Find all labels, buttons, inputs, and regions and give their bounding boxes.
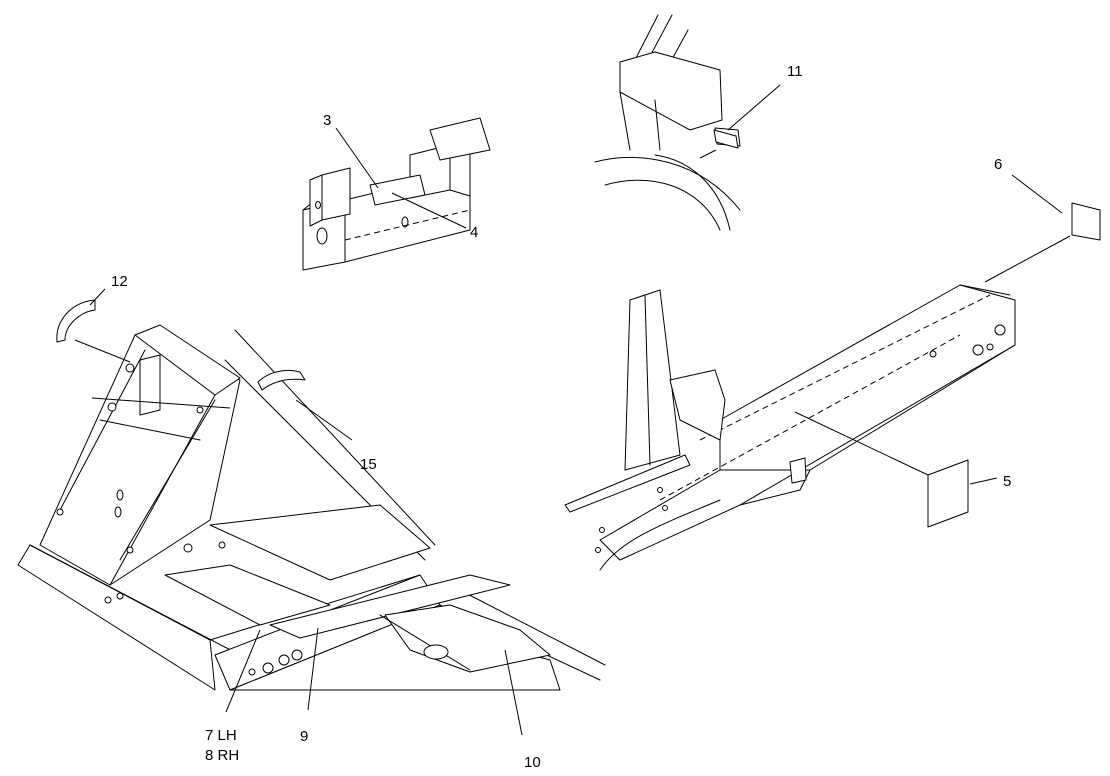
upper-frame-section <box>594 14 741 231</box>
callout-12: 12 <box>111 273 128 290</box>
callout-5: 5 <box>1003 473 1011 490</box>
main-frame-assembly <box>17 324 606 691</box>
callout-10: 10 <box>524 754 541 771</box>
callout-9: 9 <box>300 728 308 745</box>
rear-bracket-assembly <box>302 117 491 271</box>
decal-15 <box>257 369 306 391</box>
callout-8-rh: 8 RH <box>205 747 239 764</box>
decal-6 <box>1071 202 1101 241</box>
decal-12 <box>56 299 96 343</box>
callout-15: 15 <box>360 456 377 473</box>
callout-4: 4 <box>470 224 478 241</box>
leader-lines <box>74 84 1071 736</box>
callout-3: 3 <box>323 112 331 129</box>
callout-7-lh: 7 LH <box>205 727 237 744</box>
decal-11 <box>713 129 739 149</box>
callout-11: 11 <box>787 63 803 80</box>
decal-5 <box>927 459 969 528</box>
callout-6: 6 <box>994 156 1002 173</box>
right-frame-rail <box>564 284 1016 571</box>
